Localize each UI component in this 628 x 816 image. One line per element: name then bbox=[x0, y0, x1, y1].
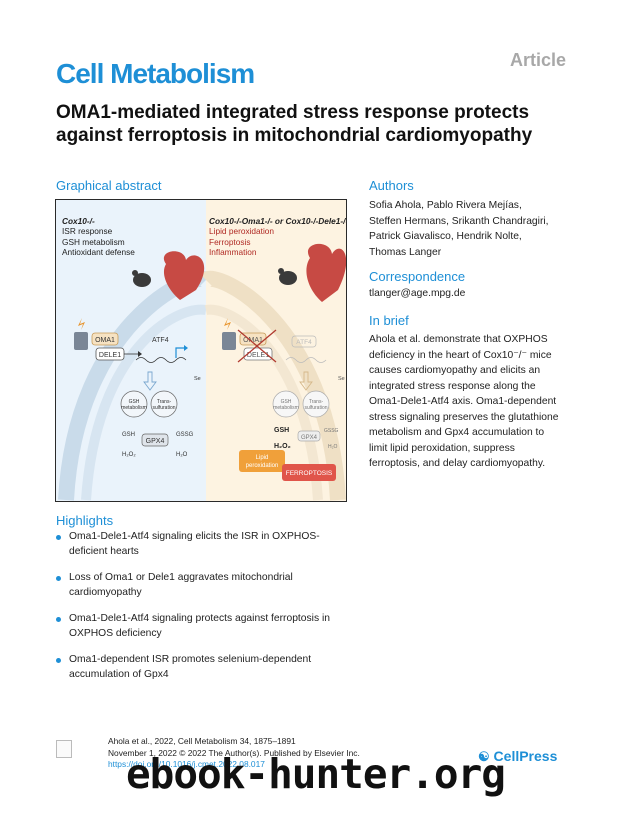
article-type-label: Article bbox=[509, 50, 566, 70]
svg-text:H₂O: H₂O bbox=[328, 444, 338, 450]
bullet-icon bbox=[56, 576, 61, 581]
paper-title: OMA1-mediated integrated stress response… bbox=[56, 102, 533, 146]
svg-text:sulfuration: sulfuration bbox=[304, 405, 327, 411]
in-brief-text: Ahola et al. demonstrate that OXPHOS def… bbox=[369, 334, 559, 469]
bullet-icon bbox=[56, 658, 61, 663]
svg-text:GSH: GSH bbox=[129, 399, 140, 405]
ga-diagram: OMA1 DELE1 ATF4 Se GSH metabolism Trans-… bbox=[58, 243, 346, 501]
ga-right-genotype: Cox10-/-Oma1-/- or Cox10-/-Dele1-/- bbox=[209, 216, 347, 226]
ga-left-line: Antioxidant defense bbox=[62, 247, 135, 258]
lipid-peroxidation-box bbox=[239, 450, 285, 472]
ga-right-line: Ferroptosis bbox=[209, 236, 251, 247]
ga-left-genotype: Cox10-/- bbox=[62, 216, 95, 226]
svg-text:H₂O₂: H₂O₂ bbox=[122, 452, 136, 458]
oma1-label-left: OMA1 bbox=[95, 337, 115, 344]
svg-text:H₂O: H₂O bbox=[176, 452, 188, 458]
highlights-list: Oma1-Dele1-Atf4 signaling elicits the IS… bbox=[56, 530, 356, 693]
ga-right-line: Lipid peroxidation bbox=[209, 226, 275, 237]
dele1-label-left: DELE1 bbox=[99, 352, 121, 359]
svg-text:Trans-: Trans- bbox=[157, 399, 172, 405]
stress-bolt-icon-left bbox=[78, 318, 85, 330]
svg-text:metabolism: metabolism bbox=[121, 405, 147, 411]
highlight-item: Oma1-Dele1-Atf4 signaling elicits the IS… bbox=[56, 530, 356, 559]
in-brief-heading: In brief bbox=[369, 313, 409, 328]
crossmark-icon[interactable] bbox=[56, 740, 72, 758]
author-list: Sofia Ahola, Pablo Rivera Mejías, Steffe… bbox=[369, 200, 549, 258]
svg-text:peroxidation: peroxidation bbox=[246, 463, 279, 469]
correspondence-email[interactable]: tlanger@age.mpg.de bbox=[369, 288, 466, 299]
svg-text:GSH: GSH bbox=[281, 399, 292, 405]
doi-link[interactable]: https://doi.org/10.1016/j.cmet.2022.08.0… bbox=[108, 759, 265, 770]
svg-text:GPX4: GPX4 bbox=[301, 435, 318, 441]
svg-text:GSH: GSH bbox=[122, 432, 135, 438]
graphical-abstract-figure: OMA1 DELE1 ATF4 Se GSH metabolism Trans-… bbox=[55, 199, 347, 502]
citation: Ahola et al., 2022, Cell Metabolism 34, … bbox=[108, 736, 360, 770]
svg-text:metabolism: metabolism bbox=[273, 405, 299, 411]
correspondence-heading: Correspondence bbox=[369, 269, 466, 284]
svg-text:Se: Se bbox=[338, 376, 345, 382]
watermark: ebook-hunter.org bbox=[126, 750, 506, 798]
mitochondrion-right-icon bbox=[200, 270, 346, 501]
journal-name: Cell Metabolism bbox=[56, 58, 255, 89]
ga-left-line: GSH metabolism bbox=[62, 236, 125, 247]
mouse-icon-right bbox=[279, 271, 297, 285]
svg-text:GSH: GSH bbox=[274, 427, 289, 434]
svg-text:FERROPTOSIS: FERROPTOSIS bbox=[286, 470, 333, 477]
heart-icon-right bbox=[306, 243, 346, 302]
svg-text:ATF4: ATF4 bbox=[296, 339, 312, 346]
ferroptosis-box bbox=[282, 464, 336, 481]
svg-text:Lipid: Lipid bbox=[256, 455, 269, 461]
highlights-heading: Highlights bbox=[56, 513, 114, 528]
ga-right-line: Inflammation bbox=[209, 247, 257, 258]
atf4-label-left: ATF4 bbox=[152, 337, 169, 344]
cellpress-icon: ☯ bbox=[478, 749, 490, 764]
svg-text:GSSG: GSSG bbox=[324, 428, 339, 434]
svg-text:GSSG: GSSG bbox=[176, 432, 194, 438]
svg-text:sulfuration: sulfuration bbox=[152, 405, 175, 411]
svg-text:OMA1: OMA1 bbox=[243, 337, 263, 344]
heart-icon-left bbox=[163, 251, 205, 300]
bullet-icon bbox=[56, 535, 61, 540]
svg-text:Se: Se bbox=[194, 376, 201, 382]
ga-left-line: ISR response bbox=[62, 226, 113, 237]
cellpress-logo: ☯ CellPress bbox=[478, 748, 558, 764]
svg-text:GPX4: GPX4 bbox=[146, 438, 165, 445]
highlight-item: Oma1-Dele1-Atf4 signaling protects again… bbox=[56, 612, 356, 641]
svg-text:Trans-: Trans- bbox=[309, 399, 324, 405]
highlight-item: Loss of Oma1 or Dele1 aggravates mitocho… bbox=[56, 571, 356, 600]
stress-bolt-icon-right bbox=[224, 318, 231, 330]
highlight-item: Oma1-dependent ISR promotes selenium-dep… bbox=[56, 653, 356, 682]
mouse-icon-left bbox=[133, 273, 151, 287]
authors-heading: Authors bbox=[369, 178, 414, 193]
graphical-abstract-heading: Graphical abstract bbox=[56, 178, 162, 193]
svg-text:DELE1: DELE1 bbox=[247, 352, 269, 359]
bullet-icon bbox=[56, 617, 61, 622]
svg-text:H₂O₂: H₂O₂ bbox=[274, 443, 291, 450]
